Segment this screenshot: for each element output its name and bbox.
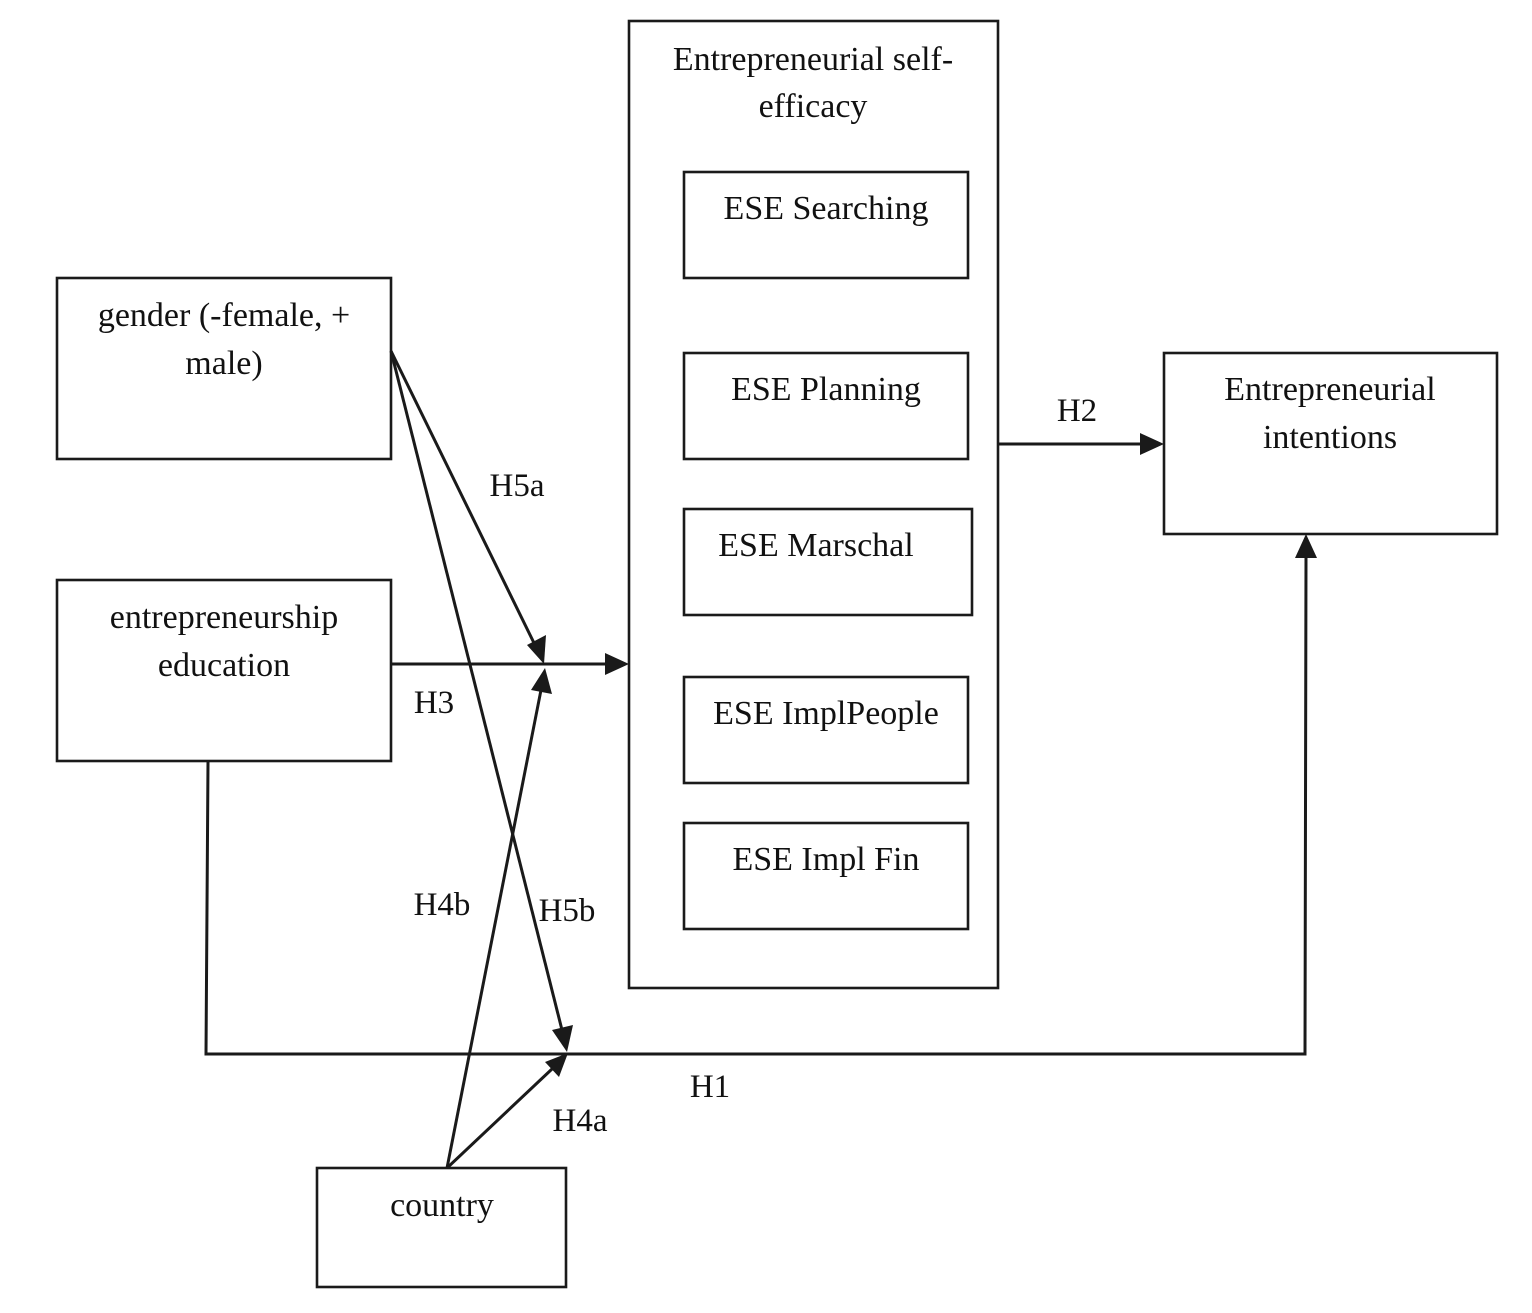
h3-arrow bbox=[391, 653, 629, 675]
gender-label-line2: male) bbox=[185, 345, 262, 382]
ese-marschal-box: ESE Marschal bbox=[682, 507, 974, 617]
gender-label-line1: gender (-female, + bbox=[98, 297, 350, 334]
h4a-label: H4a bbox=[553, 1103, 608, 1139]
h4b-label: H4b bbox=[414, 887, 471, 923]
h5b-label: H5b bbox=[539, 893, 596, 929]
h4b-arrow bbox=[445, 668, 552, 1169]
ese-planning-label: ESE Planning bbox=[731, 371, 921, 408]
h5a-arrow bbox=[389, 350, 546, 664]
country-label: country bbox=[390, 1187, 494, 1224]
ese-searching-box: ESE Searching bbox=[682, 170, 970, 280]
h1-path bbox=[204, 534, 1317, 1056]
ese-marschal-label: ESE Marschal bbox=[718, 527, 913, 564]
education-label-line1: entrepreneurship bbox=[110, 599, 338, 636]
education-label-line2: education bbox=[158, 647, 290, 684]
h2-arrowhead bbox=[1140, 433, 1164, 455]
h2-label: H2 bbox=[1057, 393, 1097, 429]
entrepreneurial-intentions-node: Entrepreneurial intentions bbox=[1162, 351, 1499, 536]
ese-impl-fin-box: ESE Impl Fin bbox=[682, 821, 970, 931]
h3-label: H3 bbox=[414, 685, 454, 721]
ese-title-line1: Entrepreneurial self- bbox=[673, 41, 953, 78]
ese-implpeople-box: ESE ImplPeople bbox=[682, 675, 970, 785]
h4a-arrowhead bbox=[545, 1053, 568, 1077]
country-node: country bbox=[315, 1166, 568, 1289]
ese-searching-label: ESE Searching bbox=[724, 190, 929, 227]
entrepreneurship-education-node: entrepreneurship education bbox=[55, 578, 393, 763]
h2-arrow bbox=[998, 433, 1164, 455]
entrepreneurial-self-efficacy-node: Entrepreneurial self- efficacy ESE Searc… bbox=[627, 19, 1000, 990]
h1-label: H1 bbox=[690, 1069, 730, 1105]
h5a-label: H5a bbox=[490, 468, 545, 504]
h1-arrowhead bbox=[1295, 534, 1317, 558]
gender-node: gender (-female, + male) bbox=[55, 276, 393, 461]
h5a-arrowhead bbox=[527, 635, 546, 664]
h4b-arrowhead bbox=[531, 668, 552, 694]
intentions-label-line1: Entrepreneurial bbox=[1224, 371, 1435, 408]
h4a-arrow bbox=[445, 1053, 568, 1170]
h5b-arrow bbox=[389, 350, 573, 1052]
ese-title-line2: efficacy bbox=[759, 88, 868, 125]
h3-arrowhead bbox=[605, 653, 629, 675]
ese-impl-fin-label: ESE Impl Fin bbox=[732, 841, 919, 878]
ese-implpeople-label: ESE ImplPeople bbox=[713, 695, 939, 732]
h5b-arrowhead bbox=[552, 1025, 573, 1052]
intentions-label-line2: intentions bbox=[1263, 419, 1397, 456]
ese-planning-box: ESE Planning bbox=[682, 351, 970, 461]
